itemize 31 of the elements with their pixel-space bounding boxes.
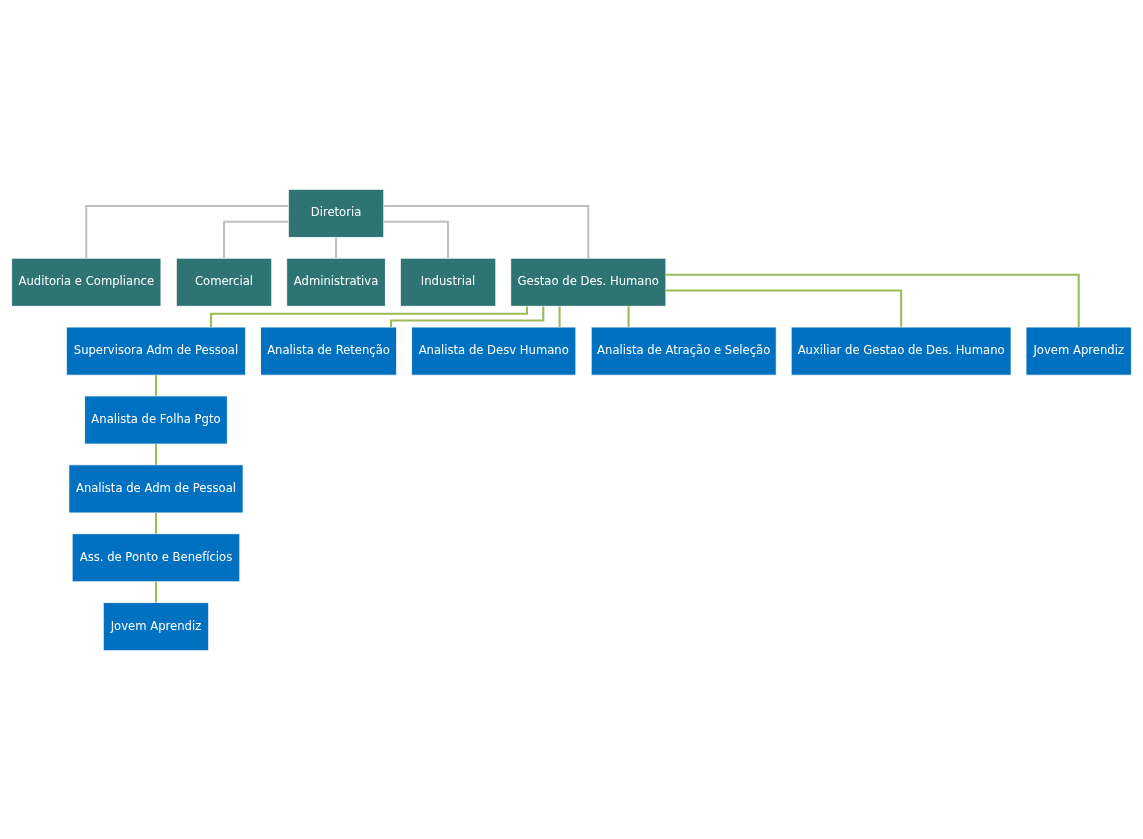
connector [85, 204, 289, 258]
connector [154, 443, 157, 465]
connector [209, 306, 529, 327]
connector [666, 273, 1080, 327]
node-box: Analista de Folha Pgto [84, 395, 228, 444]
connector [154, 512, 157, 534]
node-box: Analista de Retenção [260, 326, 398, 376]
node-box: Analista de Adm de Pessoal [68, 463, 244, 513]
node-box: Industrial [399, 257, 497, 307]
node-box: Diretoria [287, 188, 385, 238]
connector [558, 305, 561, 327]
connector [383, 204, 590, 258]
node-box: Administrativa [286, 257, 386, 307]
connector [335, 236, 338, 258]
node-box: Auditoria e Compliance [11, 257, 162, 307]
connector [390, 305, 545, 327]
node-box: Auxiliar de Gestao de Des. Humano [790, 326, 1012, 376]
node-box: Ass. de Ponto e Benefícios [71, 532, 241, 582]
node-box: Analista de Atração e Seleção [590, 326, 777, 376]
node-box: Supervisora Adm de Pessoal [65, 326, 246, 376]
connector [666, 289, 903, 327]
node-box: Jovem Aprendiz [102, 601, 210, 651]
connector [154, 581, 157, 602]
connector [154, 374, 157, 396]
node-box: Comercial [175, 257, 273, 307]
connector [223, 220, 289, 258]
connector [627, 305, 630, 327]
node-box: Analista de Desv Humano [411, 326, 577, 376]
node-box: Gestao de Des. Humano [510, 257, 667, 307]
node-box: Jovem Aprendiz [1025, 326, 1132, 376]
connector [383, 220, 450, 258]
